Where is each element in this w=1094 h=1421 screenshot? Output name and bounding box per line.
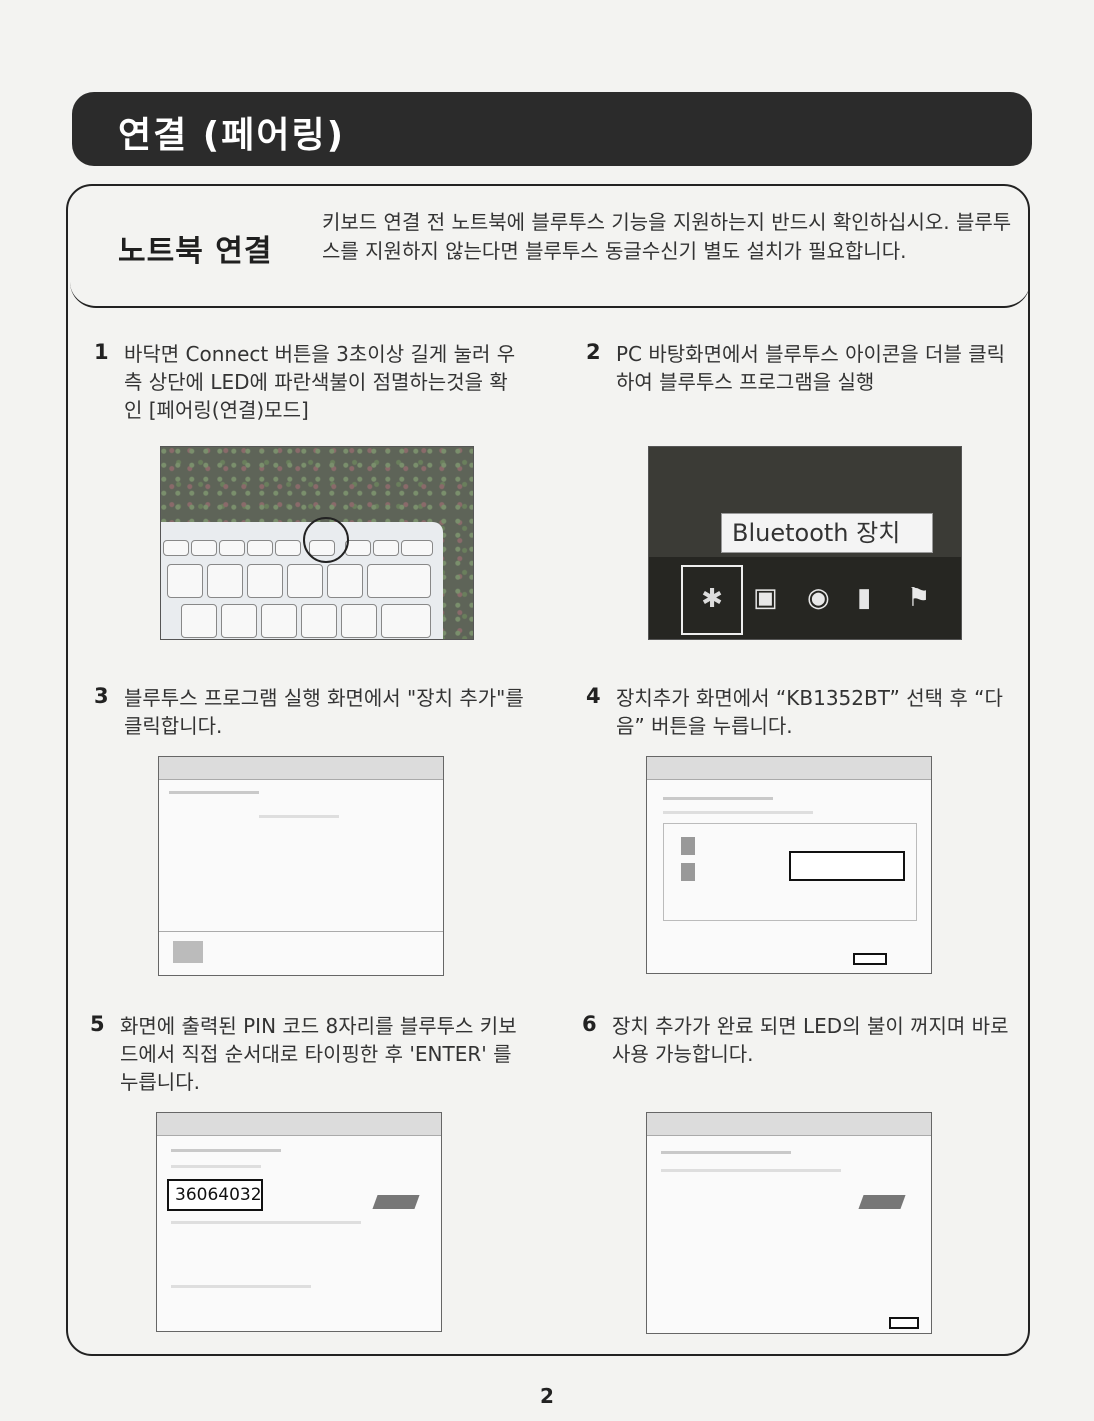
flag-icon: ⚑	[907, 583, 931, 613]
page-number: 2	[540, 1384, 554, 1408]
window-titlebar	[157, 1113, 441, 1136]
bluetooth-program-screenshot	[158, 756, 444, 976]
key	[345, 540, 371, 556]
dialog-subtext	[171, 1165, 261, 1168]
instruction-text	[171, 1221, 361, 1224]
key	[373, 540, 399, 556]
key	[275, 540, 301, 556]
toolbar	[169, 791, 259, 794]
key	[221, 604, 257, 638]
backspace-key	[367, 564, 431, 598]
key	[247, 564, 283, 598]
key	[191, 540, 217, 556]
device-icon	[681, 837, 695, 855]
step-number: 6	[582, 1012, 597, 1036]
keyboard-body	[161, 522, 443, 639]
close-button	[889, 1317, 919, 1329]
empty-list-text	[259, 815, 339, 818]
key	[219, 540, 245, 556]
step-text: 장치 추가가 완료 되면 LED의 불이 꺼지며 바로 사용 가능합니다.	[612, 1014, 1009, 1066]
taskbar-photo: Bluetooth 장치 ✱ ▣ ◉ ▮ ⚑	[648, 446, 962, 640]
step-number: 1	[94, 340, 109, 364]
step-text: 블루투스 프로그램 실행 화면에서 "장치 추가"를 클릭합니다.	[124, 686, 524, 738]
dialog-heading	[171, 1149, 281, 1152]
add-device-screenshot	[646, 756, 932, 974]
step-text: 화면에 출력된 PIN 코드 8자리를 블루투스 키보드에서 직접 순서대로 타…	[120, 1014, 517, 1094]
section-title: 연결 (페어링)	[118, 115, 346, 156]
led-highlight-circle	[303, 517, 349, 563]
window-titlebar	[159, 757, 443, 780]
step-text: PC 바탕화면에서 블루투스 아이콘을 더블 클릭하여 블루투스 프로그램을 실…	[616, 342, 1006, 394]
bluetooth-tooltip: Bluetooth 장치	[721, 513, 933, 553]
key	[341, 604, 377, 638]
step-number: 4	[586, 684, 601, 708]
bluetooth-icon: ✱	[681, 565, 743, 635]
key	[381, 604, 431, 638]
device-icon	[173, 941, 203, 963]
device-icon	[681, 863, 695, 881]
next-button-highlight	[853, 953, 887, 965]
content-frame	[66, 184, 1030, 1356]
keyboard-icon	[858, 1195, 906, 1209]
intro-label: 노트북 연결	[118, 234, 273, 269]
key	[327, 564, 363, 598]
key	[207, 564, 243, 598]
step-number: 5	[90, 1012, 105, 1036]
step-number: 2	[586, 340, 601, 364]
section-header: 연결 (페어링)	[72, 92, 1032, 166]
key	[167, 564, 203, 598]
help-text	[171, 1285, 311, 1288]
device-list	[663, 823, 917, 921]
dialog-heading	[661, 1151, 791, 1154]
dialog-subtext	[661, 1169, 841, 1172]
pin-code-screenshot: 36064032	[156, 1112, 442, 1332]
step-text: 장치추가 화면에서 “KB1352BT” 선택 후 “다음” 버튼을 누릅니다.	[616, 686, 1003, 738]
success-screenshot	[646, 1112, 932, 1334]
signal-bars-icon: ▮	[857, 583, 872, 613]
key	[261, 604, 297, 638]
step-text: 바닥면 Connect 버튼을 3초이상 길게 눌러 우측 상단에 LED에 파…	[124, 342, 516, 422]
power-plug-icon: ▣	[753, 583, 778, 613]
keyboard-icon	[372, 1195, 420, 1209]
key	[287, 564, 323, 598]
pin-code-box: 36064032	[167, 1179, 263, 1211]
key	[401, 540, 433, 556]
taskbar	[649, 557, 961, 639]
kb1352bt-device-highlight	[789, 851, 905, 881]
dialog-subtext	[663, 811, 813, 814]
intro-box: 노트북 연결 키보드 연결 전 노트북에 블루투스 기능을 지원하는지 반드시 …	[70, 186, 1030, 308]
key	[247, 540, 273, 556]
window-titlebar	[647, 757, 931, 780]
clock-icon: ◉	[807, 583, 830, 613]
dialog-heading	[663, 797, 773, 800]
key	[301, 604, 337, 638]
key	[181, 604, 217, 638]
keyboard-photo	[160, 446, 474, 640]
intro-text: 키보드 연결 전 노트북에 블루투스 기능을 지원하는지 반드시 확인하십시오.…	[322, 210, 1012, 263]
key	[163, 540, 189, 556]
step-number: 3	[94, 684, 109, 708]
divider	[159, 931, 443, 932]
window-titlebar	[647, 1113, 931, 1136]
